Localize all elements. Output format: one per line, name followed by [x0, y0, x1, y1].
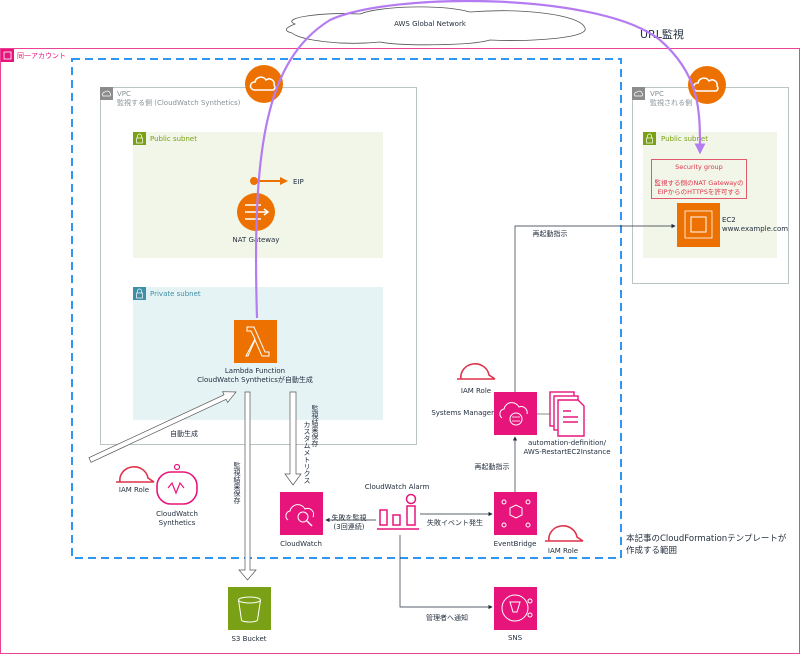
automation-doc-line2: AWS-RestartEC2Instance: [524, 448, 611, 456]
url-monitoring-flow: [254, 0, 706, 319]
save-results-s3-label: 監視結果保存: [233, 461, 241, 504]
lambda-icon: [234, 320, 277, 363]
account-label: 同一アカウント: [17, 52, 66, 60]
monitoring-vpc-title: VPC: [117, 90, 131, 98]
cloudwatch-synthetics-icon: [156, 463, 198, 505]
synthetics-label-line2: Synthetics: [159, 519, 196, 527]
save-results-cw-label: 監視結果保存: [311, 404, 319, 447]
restart-ssm-label: 再起動指示: [475, 462, 510, 471]
security-group-title: Security group: [675, 163, 723, 171]
cloudwatch-icon: [280, 492, 323, 535]
auto-create-label: 自動生成: [170, 429, 198, 438]
hollow-arrow-to-s3: [238, 391, 257, 581]
aws-global-network-label: AWS Global Network: [394, 20, 467, 28]
account-icon: [1, 49, 14, 62]
ec2-label-line1: EC2: [722, 216, 736, 224]
eventbridge-icon: [494, 492, 537, 535]
ec2-icon: [677, 203, 720, 247]
arrow-alarm-to-sns: [399, 535, 493, 610]
eventbridge-label: EventBridge: [494, 540, 537, 548]
iam-role-icon: [545, 525, 584, 542]
monitored-public-subnet-label: Public subnet: [661, 135, 708, 143]
synthetics-label-line1: CloudWatch: [156, 510, 198, 518]
monitoring-vpc-subtitle: 監視する側 (CloudWatch Synthetics): [117, 98, 241, 107]
lambda-label-line2: CloudWatch Syntheticsが自動生成: [197, 375, 313, 384]
eip-label: EIP: [293, 178, 304, 186]
notify-admin-label: 管理者へ通知: [426, 613, 468, 622]
ssm-iam-role-label: IAM Role: [461, 387, 491, 395]
cloudwatch-alarm-icon: [377, 493, 419, 530]
systems-manager-label: Systems Manager: [431, 409, 494, 417]
iam-role-icon: [457, 363, 496, 380]
lock-icon: [133, 287, 146, 300]
s3-label: S3 Bucket: [231, 635, 266, 643]
lambda-label-line1: Lambda Function: [225, 367, 285, 375]
aws-global-network-cloud: AWS Global Network: [285, 6, 586, 46]
monitored-vpc-subtitle: 監視される側: [650, 98, 692, 107]
sns-label: SNS: [508, 634, 523, 642]
security-group-line1: 監視する側のNAT Gatewayの: [654, 178, 743, 187]
monitor-failure-label-2: (3回連続): [334, 522, 365, 531]
eventbridge-iam-role-label: IAM Role: [548, 547, 578, 555]
restart-ec2-label: 再起動指示: [533, 229, 568, 238]
iam-role-icon: [116, 466, 155, 483]
vpc-cloud-icon: [245, 65, 283, 103]
hollow-arrow-auto-create: [88, 391, 237, 463]
systems-manager-icon: [494, 392, 537, 435]
cloudformation-scope-box: [71, 58, 622, 559]
arrow-ssm-to-ec2: [514, 223, 676, 392]
lock-icon: [643, 132, 656, 145]
cloudwatch-label: CloudWatch: [280, 540, 322, 548]
private-subnet-label: Private subnet: [150, 290, 201, 298]
eip-icon: [250, 177, 288, 185]
failure-event-label: 失敗イベント発生: [427, 518, 483, 527]
custom-metrics-label: カスタムメトリクス: [303, 421, 311, 484]
alarm-label: CloudWatch Alarm: [365, 483, 430, 491]
s3-bucket-icon: [228, 587, 271, 630]
url-monitor-label: URL監視: [640, 27, 684, 41]
ec2-label-line2: www.example.com: [722, 225, 788, 233]
monitored-vpc-title: VPC: [650, 90, 664, 98]
security-group: [651, 159, 747, 199]
synthetics-iam-role-label: IAM Role: [119, 486, 149, 494]
automation-document-icon: [549, 391, 585, 437]
monitor-failure-label-1: 失敗を監視: [332, 513, 367, 522]
scope-note-line2: 作成する範囲: [626, 545, 677, 556]
monitoring-public-subnet-label: Public subnet: [150, 135, 197, 143]
automation-doc-line1: automation-definition/: [528, 439, 607, 447]
security-group-line2: EIPからのHTTPSを許可する: [658, 187, 741, 196]
lock-icon: [133, 132, 146, 145]
hollow-arrow-to-cloudwatch: [284, 391, 302, 486]
vpc-icon: [100, 87, 113, 100]
vpc-cloud-icon: [688, 66, 726, 104]
vpc-icon: [632, 87, 645, 100]
scope-note-line1: 本記事のCloudFormationテンプレートが: [626, 533, 787, 544]
sns-icon: [494, 587, 537, 630]
